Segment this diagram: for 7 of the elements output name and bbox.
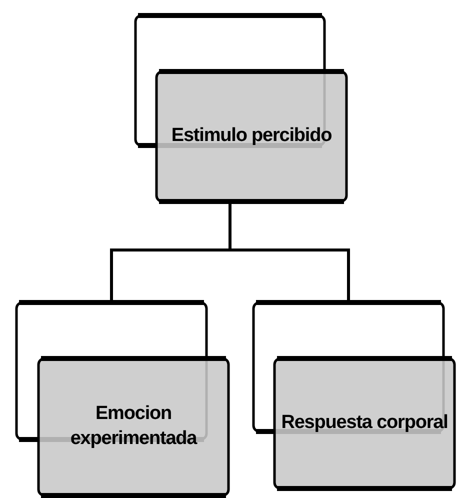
- stacked-box: [15, 300, 230, 498]
- box-label: Respuesta corporal: [280, 411, 449, 436]
- stacked-box: [134, 13, 348, 204]
- stacked-box: [252, 300, 456, 491]
- box-label: Estimulo percibido: [170, 124, 333, 148]
- box-label: Emocion experimentada: [69, 402, 198, 451]
- connector-line: [228, 204, 350, 300]
